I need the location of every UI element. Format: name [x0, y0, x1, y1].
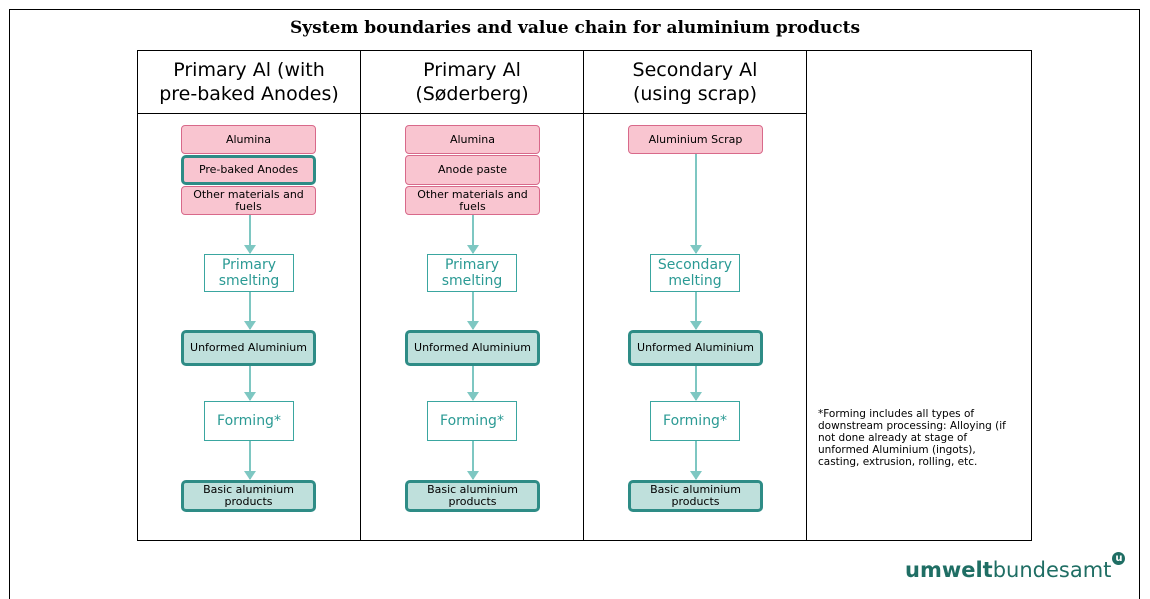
flow-arrow: [690, 154, 702, 254]
output-basic-products: Basic aluminium products: [181, 480, 316, 512]
process-secondary-melting: Secondary melting: [650, 254, 740, 292]
input-other-materials: Other materials and fuels: [181, 186, 316, 215]
input-prebaked-anodes: Pre-baked Anodes: [181, 155, 316, 185]
output-basic-products: Basic aluminium products: [628, 480, 763, 512]
column-divider: [806, 50, 807, 541]
diagram-grid: [137, 50, 1032, 541]
heading-line: (Søderberg): [415, 83, 529, 105]
forming-footnote: *Forming includes all types of downstrea…: [818, 408, 1006, 468]
process-forming: Forming*: [427, 401, 517, 441]
flow-arrow: [690, 441, 702, 480]
flow-arrow: [467, 441, 479, 480]
flow-arrow: [244, 366, 256, 401]
heading-line: Primary Al (with: [173, 59, 325, 81]
column-heading-soderberg: Primary Al (Søderberg): [361, 58, 583, 106]
flow-arrow: [244, 215, 256, 254]
heading-line: pre-baked Anodes): [159, 83, 339, 105]
flow-arrow: [467, 215, 479, 254]
process-forming: Forming*: [204, 401, 294, 441]
heading-line: Primary Al: [423, 59, 521, 81]
input-other-materials: Other materials and fuels: [405, 186, 540, 215]
flow-arrow: [244, 292, 256, 330]
flow-arrow: [690, 366, 702, 401]
output-unformed-aluminium: Unformed Aluminium: [628, 330, 763, 366]
logo-mark-icon: u: [1112, 552, 1126, 565]
input-anode-paste: Anode paste: [405, 155, 540, 185]
flow-arrow: [690, 292, 702, 330]
heading-line: (using scrap): [632, 83, 758, 105]
output-unformed-aluminium: Unformed Aluminium: [181, 330, 316, 366]
process-primary-smelting: Primary smelting: [427, 254, 517, 292]
flow-arrow: [467, 366, 479, 401]
flow-arrow: [467, 292, 479, 330]
column-divider: [583, 50, 584, 541]
outer-frame: [9, 9, 1140, 599]
diagram-title: System boundaries and value chain for al…: [289, 18, 861, 38]
header-separator: [137, 113, 806, 114]
process-primary-smelting: Primary smelting: [204, 254, 294, 292]
output-basic-products: Basic aluminium products: [405, 480, 540, 512]
heading-line: Secondary Al: [632, 59, 758, 81]
output-unformed-aluminium: Unformed Aluminium: [405, 330, 540, 366]
column-divider: [360, 50, 361, 541]
flow-arrow: [244, 441, 256, 480]
column-heading-secondary: Secondary Al (using scrap): [584, 58, 806, 106]
logo-bold-text: umwelt: [905, 558, 993, 582]
input-aluminium-scrap: Aluminium Scrap: [628, 125, 763, 154]
process-forming: Forming*: [650, 401, 740, 441]
input-alumina: Alumina: [405, 125, 540, 154]
logo-regular-text: bundesamt: [992, 558, 1112, 582]
column-heading-prebaked: Primary Al (with pre-baked Anodes): [138, 58, 360, 106]
input-alumina: Alumina: [181, 125, 316, 154]
